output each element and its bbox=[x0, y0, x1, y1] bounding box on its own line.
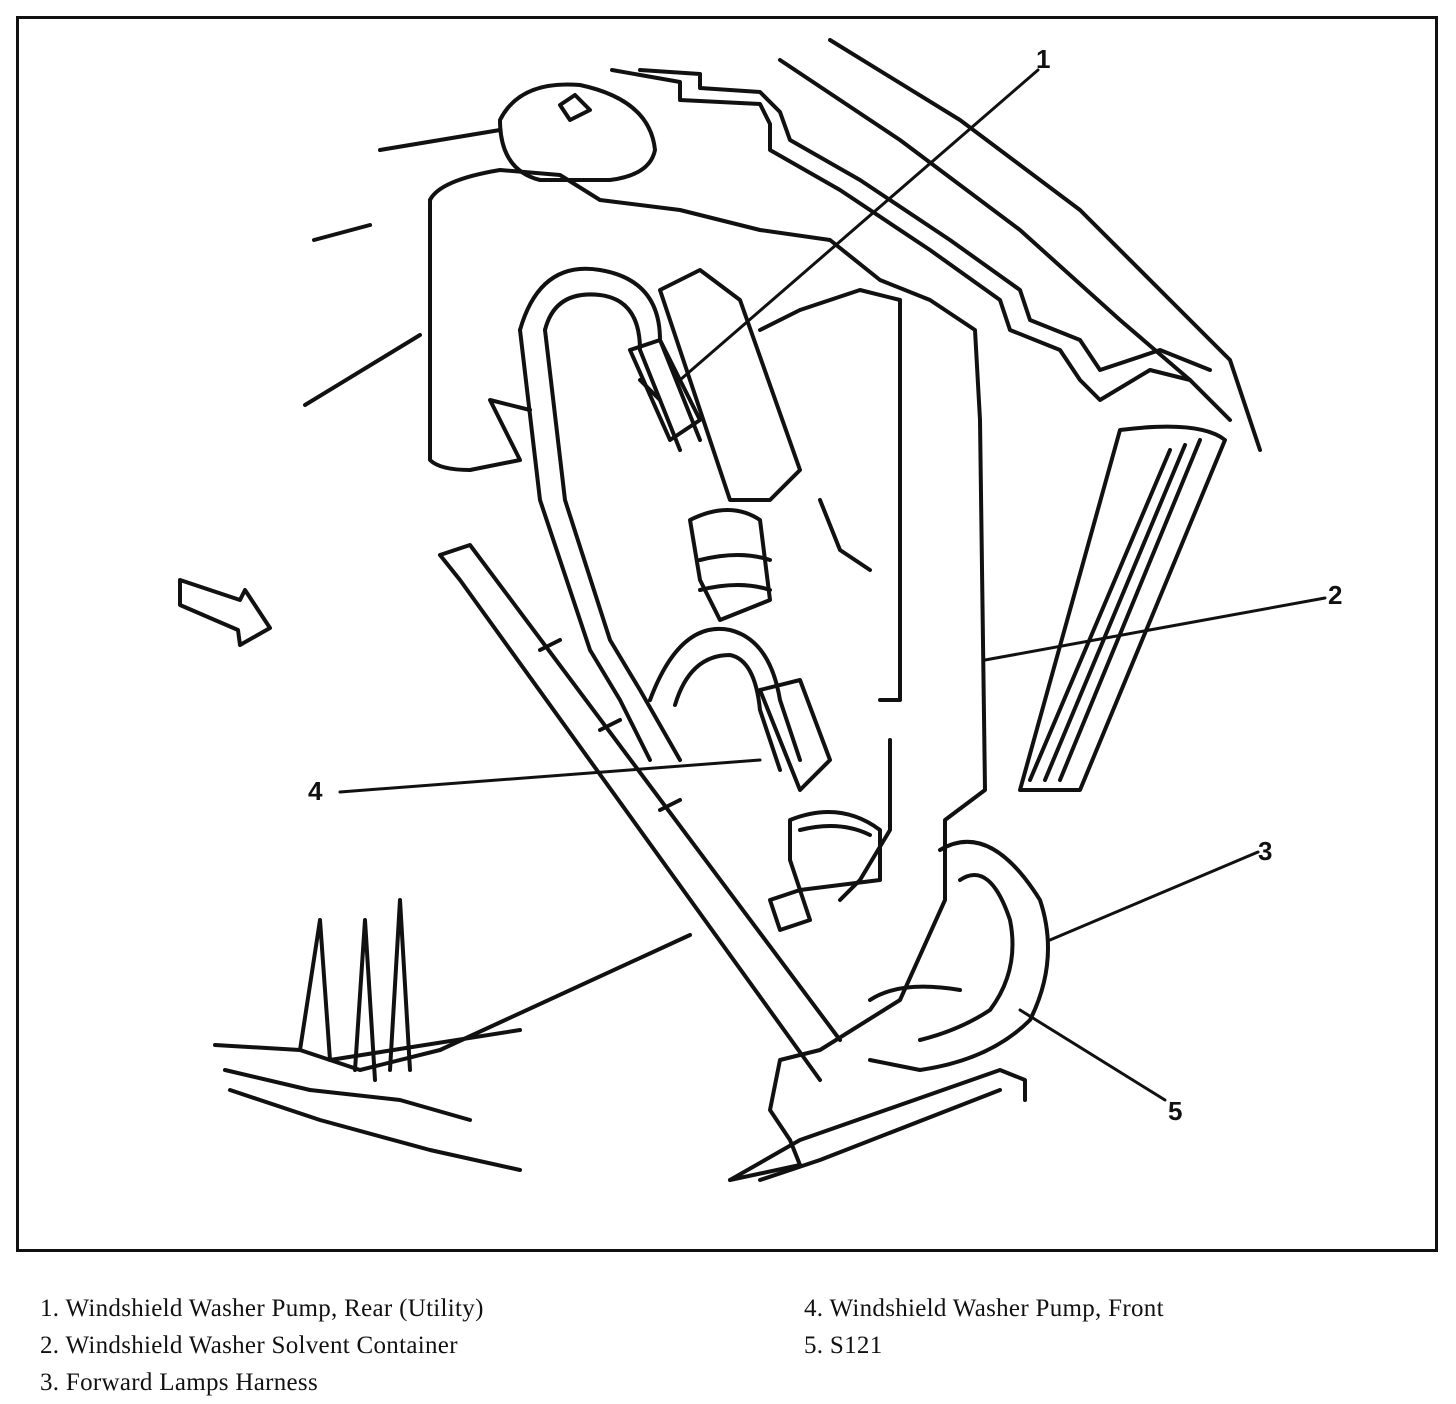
lower-left-structure bbox=[213, 898, 692, 1172]
callout-1: 1 bbox=[1036, 44, 1050, 74]
leader-2 bbox=[983, 596, 1327, 662]
pump-harness bbox=[518, 266, 802, 772]
leader-3 bbox=[1048, 850, 1260, 942]
legend-item-3: 3. Forward Lamps Harness bbox=[40, 1369, 318, 1396]
bottom-bracket bbox=[728, 1068, 1027, 1182]
leader-4 bbox=[338, 758, 762, 794]
legend-item-1: 1. Windshield Washer Pump, Rear (Utility… bbox=[40, 1295, 484, 1322]
legend-column-right: 4. Windshield Washer Pump, Front 5. S121 bbox=[804, 1290, 1164, 1364]
body-lines bbox=[303, 128, 502, 407]
front-washer-pump bbox=[758, 678, 882, 932]
forward-lamps-harness bbox=[868, 839, 1050, 1072]
callout-5: 5 bbox=[1168, 1096, 1182, 1126]
diagram-frame bbox=[16, 16, 1438, 1252]
legend: 1. Windshield Washer Pump, Rear (Utility… bbox=[0, 1290, 1456, 1400]
forward-lamps-harness-rod bbox=[438, 543, 842, 1082]
callout-3: 3 bbox=[1258, 836, 1272, 866]
leader-lines bbox=[338, 68, 1327, 1102]
leader-1 bbox=[678, 68, 1040, 382]
fender-outline bbox=[610, 38, 1262, 792]
callout-2: 2 bbox=[1328, 580, 1342, 610]
legend-column-left: 1. Windshield Washer Pump, Rear (Utility… bbox=[40, 1290, 484, 1401]
leader-5 bbox=[1018, 1008, 1167, 1102]
direction-arrow-icon bbox=[178, 578, 272, 647]
legend-item-2: 2. Windshield Washer Solvent Container bbox=[40, 1332, 458, 1359]
legend-item-5: 5. S121 bbox=[804, 1332, 883, 1359]
callout-4: 4 bbox=[308, 776, 323, 806]
rear-washer-pump bbox=[628, 338, 772, 622]
solvent-container bbox=[428, 168, 987, 1182]
reservoir-cap bbox=[498, 82, 657, 182]
legend-item-4: 4. Windshield Washer Pump, Front bbox=[804, 1295, 1164, 1322]
